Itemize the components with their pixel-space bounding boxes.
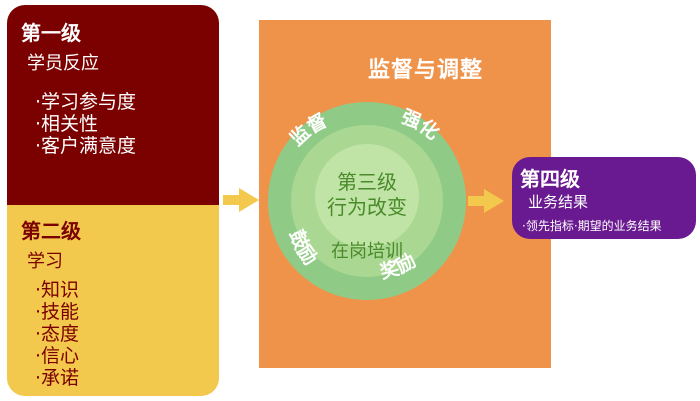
level2-item: ·技能 — [35, 301, 80, 323]
level1-item: ·相关性 — [35, 113, 99, 135]
level2-item: ·承诺 — [35, 367, 80, 389]
level4-box: 第四级 业务结果 ·领先指标·期望的业务结果 — [512, 157, 696, 239]
level1-title: 第一级 — [21, 21, 81, 45]
level2-box: 第二级 学习 ·知识 ·技能 ·态度 ·信心 ·承诺 — [7, 205, 219, 396]
level1-list: ·学习参与度 ·相关性 ·客户满意度 — [35, 91, 136, 157]
center-title-line1: 第三级 — [337, 170, 397, 194]
level2-item: ·知识 — [35, 279, 80, 301]
inner-label: 在岗培训 — [331, 241, 403, 262]
inner-circle — [315, 144, 419, 248]
level1-item: ·客户满意度 — [35, 135, 137, 157]
level1-box: 第一级 学员反应 ·学习参与度 ·相关性 ·客户满意度 — [7, 5, 219, 205]
level1-item: ·学习参与度 — [35, 91, 137, 113]
arrow-right-shaft — [468, 196, 484, 206]
arrow-left-head — [239, 188, 259, 212]
arrow-left-shaft — [223, 195, 239, 205]
level1-subtitle: 学员反应 — [27, 53, 99, 74]
level2-list: ·知识 ·技能 ·态度 ·信心 ·承诺 — [35, 279, 79, 389]
level4-subtitle: 业务结果 — [528, 193, 589, 211]
center-title-line2: 行为改变 — [327, 195, 407, 219]
level2-item: ·态度 — [35, 323, 80, 345]
level4-note: ·领先指标·期望的业务结果 — [522, 219, 662, 233]
level2-item: ·信心 — [35, 345, 80, 367]
level4-title: 第四级 — [520, 167, 580, 191]
level2-subtitle: 学习 — [27, 251, 63, 272]
level2-title: 第二级 — [21, 219, 81, 243]
panel-title: 监督与调整 — [368, 58, 484, 83]
arrow-right-head — [484, 189, 504, 213]
